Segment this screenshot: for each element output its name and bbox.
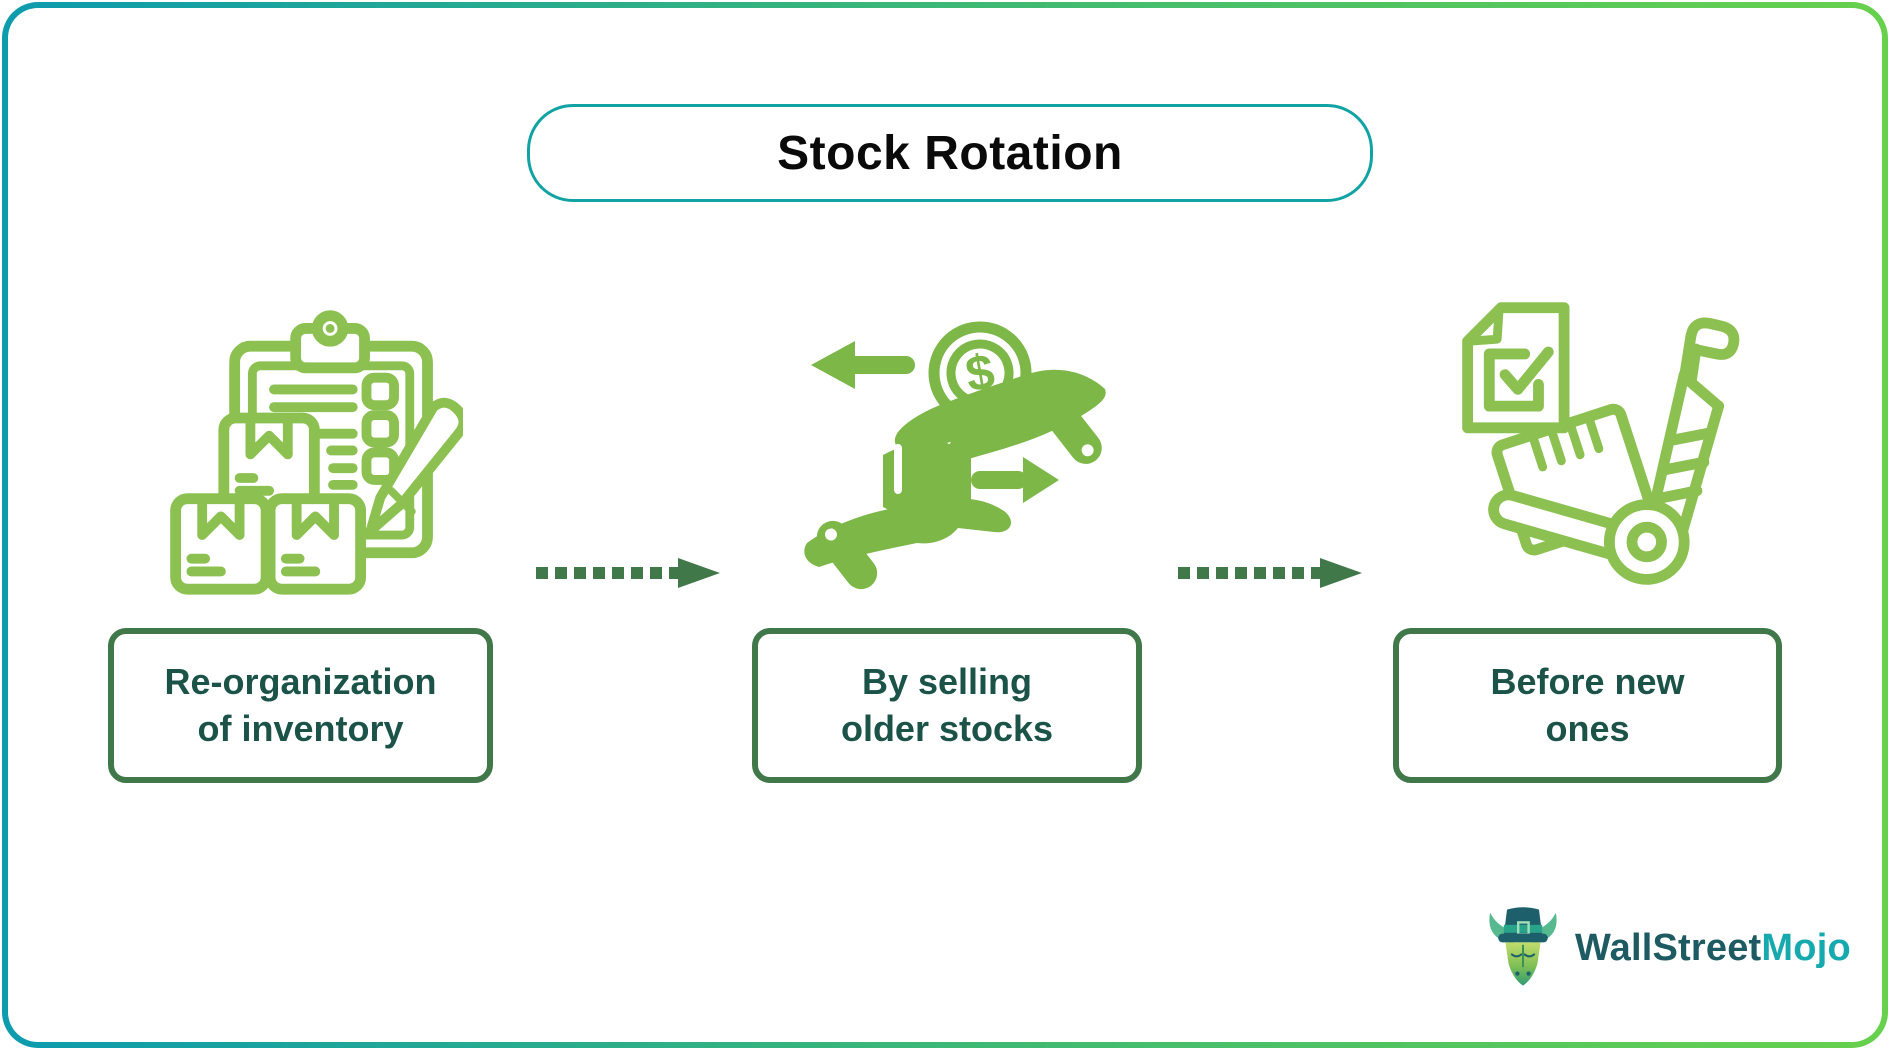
pencil-icon [365,397,463,537]
checkbox [361,372,399,411]
inventory-checklist-icon [170,310,463,595]
arrow-right-glyph [971,457,1059,503]
step-label-box-1: Re-organization of inventory [108,628,493,783]
parcel-box [170,493,272,595]
upper-hand [894,369,1106,461]
step-label-3: Before new ones [1490,660,1685,749]
step-label-box-2: By selling older stocks [752,628,1142,783]
upper-cuff [1041,395,1102,464]
parcel-box [264,493,367,595]
dotted-arrow-1 [536,558,720,588]
lower-cuff [816,520,878,590]
checked-document-icon [1462,302,1570,434]
title-box: Stock Rotation [527,104,1373,202]
step-label-1: Re-organization of inventory [164,660,437,749]
hands-exchange-icon: $ [804,321,1106,590]
arrow-left-glyph [811,341,915,389]
step-label-box-3: Before new ones [1393,628,1782,783]
page-title: Stock Rotation [777,126,1123,180]
logo-wordmark: WallStreetMojo [1575,927,1851,970]
wheel [1603,499,1690,585]
dotted-arrow-2 [1178,558,1362,588]
bull-with-top-hat-icon [1489,907,1557,986]
wallstreetmojo-logo: WallStreetMojo [1483,900,1851,996]
logo-text-wallstreet: WallStreet [1575,926,1762,969]
step-label-2: By selling older stocks [840,660,1054,749]
logo-text-mojo: Mojo [1761,926,1851,969]
hand-truck-icon [1462,302,1740,585]
checkbox [361,410,399,448]
